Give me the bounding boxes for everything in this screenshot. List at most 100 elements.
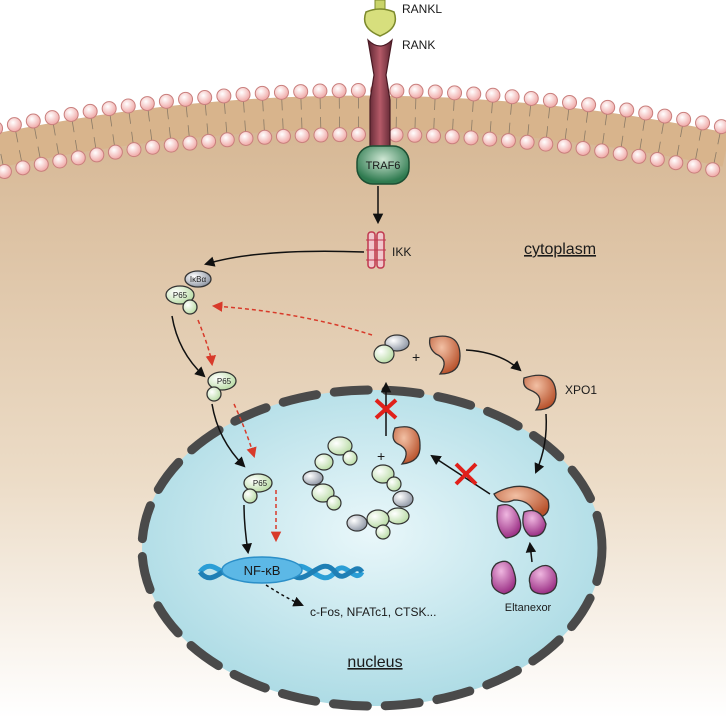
lipid-head bbox=[657, 108, 673, 124]
xpo1-free bbox=[522, 374, 557, 411]
ikk-complex bbox=[366, 231, 386, 269]
eltanexor-molecules bbox=[490, 560, 558, 595]
lipid-head bbox=[294, 128, 310, 144]
lipid-head bbox=[163, 137, 179, 153]
lipid-head bbox=[619, 102, 635, 118]
lipid-head bbox=[107, 144, 123, 160]
lipid-head bbox=[556, 138, 572, 154]
lipid-head bbox=[447, 85, 463, 101]
lipid-head bbox=[705, 162, 721, 178]
lipid-head bbox=[444, 129, 460, 145]
lipid-head bbox=[542, 92, 558, 108]
lipid-head bbox=[600, 99, 616, 115]
plus-sign-nuclear: + bbox=[377, 448, 385, 464]
lipid-head bbox=[463, 130, 479, 146]
lipid-head bbox=[389, 83, 405, 99]
lipid-head bbox=[332, 127, 348, 143]
lipid-head bbox=[197, 90, 213, 106]
lipid-head bbox=[504, 89, 520, 105]
p65-to-dna-arrow bbox=[241, 504, 252, 555]
p65-label-2: P65 bbox=[217, 377, 232, 386]
eltanexor-label: Eltanexor bbox=[505, 602, 552, 614]
nuclear-p65-ikba-cluster bbox=[302, 436, 414, 540]
lipid-bilayer bbox=[0, 83, 726, 180]
lipid-head bbox=[145, 139, 161, 155]
lipid-head bbox=[15, 160, 31, 176]
nucleus-label: nucleus bbox=[347, 654, 402, 671]
lipid-head bbox=[519, 134, 535, 150]
lipid-head bbox=[407, 127, 423, 143]
lipid-head bbox=[686, 158, 702, 174]
lipid-head bbox=[238, 130, 254, 146]
lipid-head bbox=[482, 131, 498, 147]
lipid-head bbox=[575, 140, 591, 156]
lipid-head bbox=[427, 84, 443, 100]
lipid-head bbox=[52, 153, 68, 169]
p65-label-1: P65 bbox=[173, 291, 188, 300]
plus-sign-cytoplasm: + bbox=[412, 349, 420, 365]
eltanexor-binding-arrow bbox=[525, 541, 537, 563]
blocked-reentry-arrow bbox=[430, 454, 491, 495]
p65-to-nucleus-arrow bbox=[211, 403, 246, 468]
lipid-head bbox=[631, 148, 647, 164]
xpo1-eltanexor-complex bbox=[493, 485, 550, 539]
lipid-head bbox=[293, 84, 309, 100]
lipid-head bbox=[158, 93, 174, 109]
ikba-p65-complex bbox=[165, 270, 212, 315]
lipid-head bbox=[254, 85, 270, 101]
rank-label: RANK bbox=[402, 38, 435, 52]
lipid-head bbox=[82, 103, 98, 119]
lipid-head bbox=[235, 87, 251, 103]
lipid-head bbox=[713, 119, 726, 135]
xpo1-cytoplasm bbox=[428, 335, 461, 375]
lipid-head bbox=[676, 111, 692, 127]
nucleus-region bbox=[142, 390, 602, 706]
lipid-head bbox=[581, 97, 597, 113]
p65-export-dashed-arrow-1 bbox=[197, 319, 217, 367]
lipid-head bbox=[649, 151, 665, 167]
lipid-head bbox=[89, 147, 105, 163]
nuclear-envelope bbox=[137, 385, 607, 711]
lipid-head bbox=[44, 110, 60, 126]
lipid-head bbox=[0, 164, 12, 180]
lipid-head bbox=[101, 101, 117, 117]
exported-p65-ikba bbox=[373, 334, 410, 364]
reentry-inhibition-cross bbox=[454, 462, 478, 486]
lipid-head bbox=[0, 122, 4, 135]
rankl-ligand bbox=[363, 0, 397, 37]
rankl-label: RANKL bbox=[402, 2, 442, 16]
traf6-protein bbox=[356, 145, 410, 185]
p65-import-dashed-arrow bbox=[233, 403, 257, 459]
lipid-head bbox=[350, 83, 366, 99]
lipid-head bbox=[523, 90, 539, 106]
traf6-label: TRAF6 bbox=[366, 160, 401, 172]
p65-nuclear bbox=[242, 473, 273, 504]
lipid-head bbox=[331, 83, 347, 99]
ikk-label: IKK bbox=[392, 245, 411, 259]
ikk-to-complex-arrow bbox=[203, 250, 365, 267]
rank-receptor bbox=[367, 38, 393, 151]
complex-to-p65-arrow bbox=[171, 315, 206, 378]
lipid-head bbox=[182, 135, 198, 151]
lipid-head bbox=[500, 133, 516, 149]
lipid-head bbox=[638, 105, 654, 121]
recycle-dashed-arrow bbox=[211, 301, 373, 336]
xpo1-nuclear bbox=[392, 426, 421, 465]
lipid-head bbox=[408, 83, 424, 99]
nfkb-label: NF-κB bbox=[244, 563, 281, 578]
cytoplasm-label: cytoplasm bbox=[524, 241, 596, 258]
membrane-lipid-core bbox=[0, 95, 726, 167]
lipid-head bbox=[695, 115, 711, 131]
lipid-head bbox=[126, 142, 142, 158]
lipid-head bbox=[313, 127, 329, 143]
lipid-head bbox=[350, 127, 366, 143]
lipid-head bbox=[466, 86, 482, 102]
lipid-head bbox=[6, 117, 22, 133]
lipid-head bbox=[216, 88, 232, 104]
lipid-head bbox=[139, 96, 155, 112]
xpo1-label: XPO1 bbox=[565, 383, 597, 397]
xpo1-binding-arrow bbox=[534, 413, 548, 474]
lipid-head bbox=[63, 106, 79, 122]
